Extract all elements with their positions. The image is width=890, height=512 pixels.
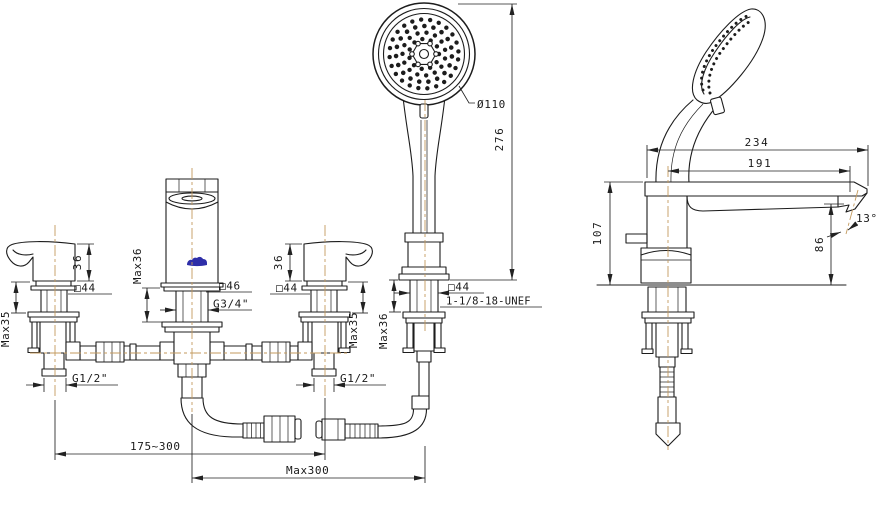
label-shower-square: □44 — [448, 281, 470, 294]
dim-hose-reach: Max300 — [286, 464, 329, 477]
shower-clip — [709, 96, 725, 116]
dim-spout-max-deck: Max36 — [131, 248, 144, 284]
label-spout-square: □46 — [219, 280, 241, 293]
label-right-inlet-thread: G1/2" — [340, 372, 376, 385]
label-spout-thread: G3/4" — [213, 298, 249, 311]
label-left-inlet-thread: G1/2" — [72, 372, 108, 385]
label-right-escutcheon-square: □44 — [276, 282, 298, 295]
dimensions-front: 36 □44 Max35 G1/2" Max36 □46 G3/4" — [0, 3, 542, 483]
side-holder-body — [625, 195, 692, 284]
dim-valve-distance: 175~300 — [130, 440, 181, 453]
shower-hose — [315, 408, 428, 441]
dim-right-handle-height: 36 — [272, 254, 285, 270]
dim-shower-max-deck: Max36 — [377, 313, 390, 349]
tee-outlet-hose — [180, 397, 302, 443]
dim-left-handle-height: 36 — [71, 254, 84, 270]
hand-shower — [315, 2, 476, 441]
dim-left-max-deck: Max35 — [0, 311, 12, 347]
centerlines-side — [667, 166, 859, 450]
dim-side-outlet-angle: 13° — [856, 212, 878, 225]
dimensions-side: 234 191 107 86 13° — [591, 136, 878, 285]
dim-side-height: 107 — [591, 221, 604, 246]
dim-side-spout-reach: 191 — [748, 157, 773, 170]
dim-right-max-deck: Max35 — [347, 312, 360, 348]
dim-shower-head-diameter: Ø110 — [477, 98, 506, 111]
shower-holder — [398, 232, 450, 410]
dim-shower-height: 276 — [493, 127, 506, 152]
diverter-tab — [625, 233, 648, 244]
shower-mode-button — [419, 103, 429, 119]
dim-side-overall-depth: 234 — [745, 136, 770, 149]
centerlines-front — [30, 100, 426, 412]
side-spout — [644, 181, 868, 213]
right-valve — [297, 241, 373, 377]
label-shower-thread: 1-1/8-18-UNEF — [446, 296, 531, 308]
front-view: 36 □44 Max35 G1/2" Max36 □46 G3/4" — [0, 2, 542, 483]
dim-side-outlet-height: 86 — [813, 236, 826, 252]
label-left-escutcheon-square: □44 — [74, 282, 96, 295]
left-valve — [6, 241, 81, 377]
side-view: 234 191 107 86 13° — [591, 8, 878, 450]
side-below-deck — [641, 286, 695, 447]
shower-head — [372, 2, 476, 106]
